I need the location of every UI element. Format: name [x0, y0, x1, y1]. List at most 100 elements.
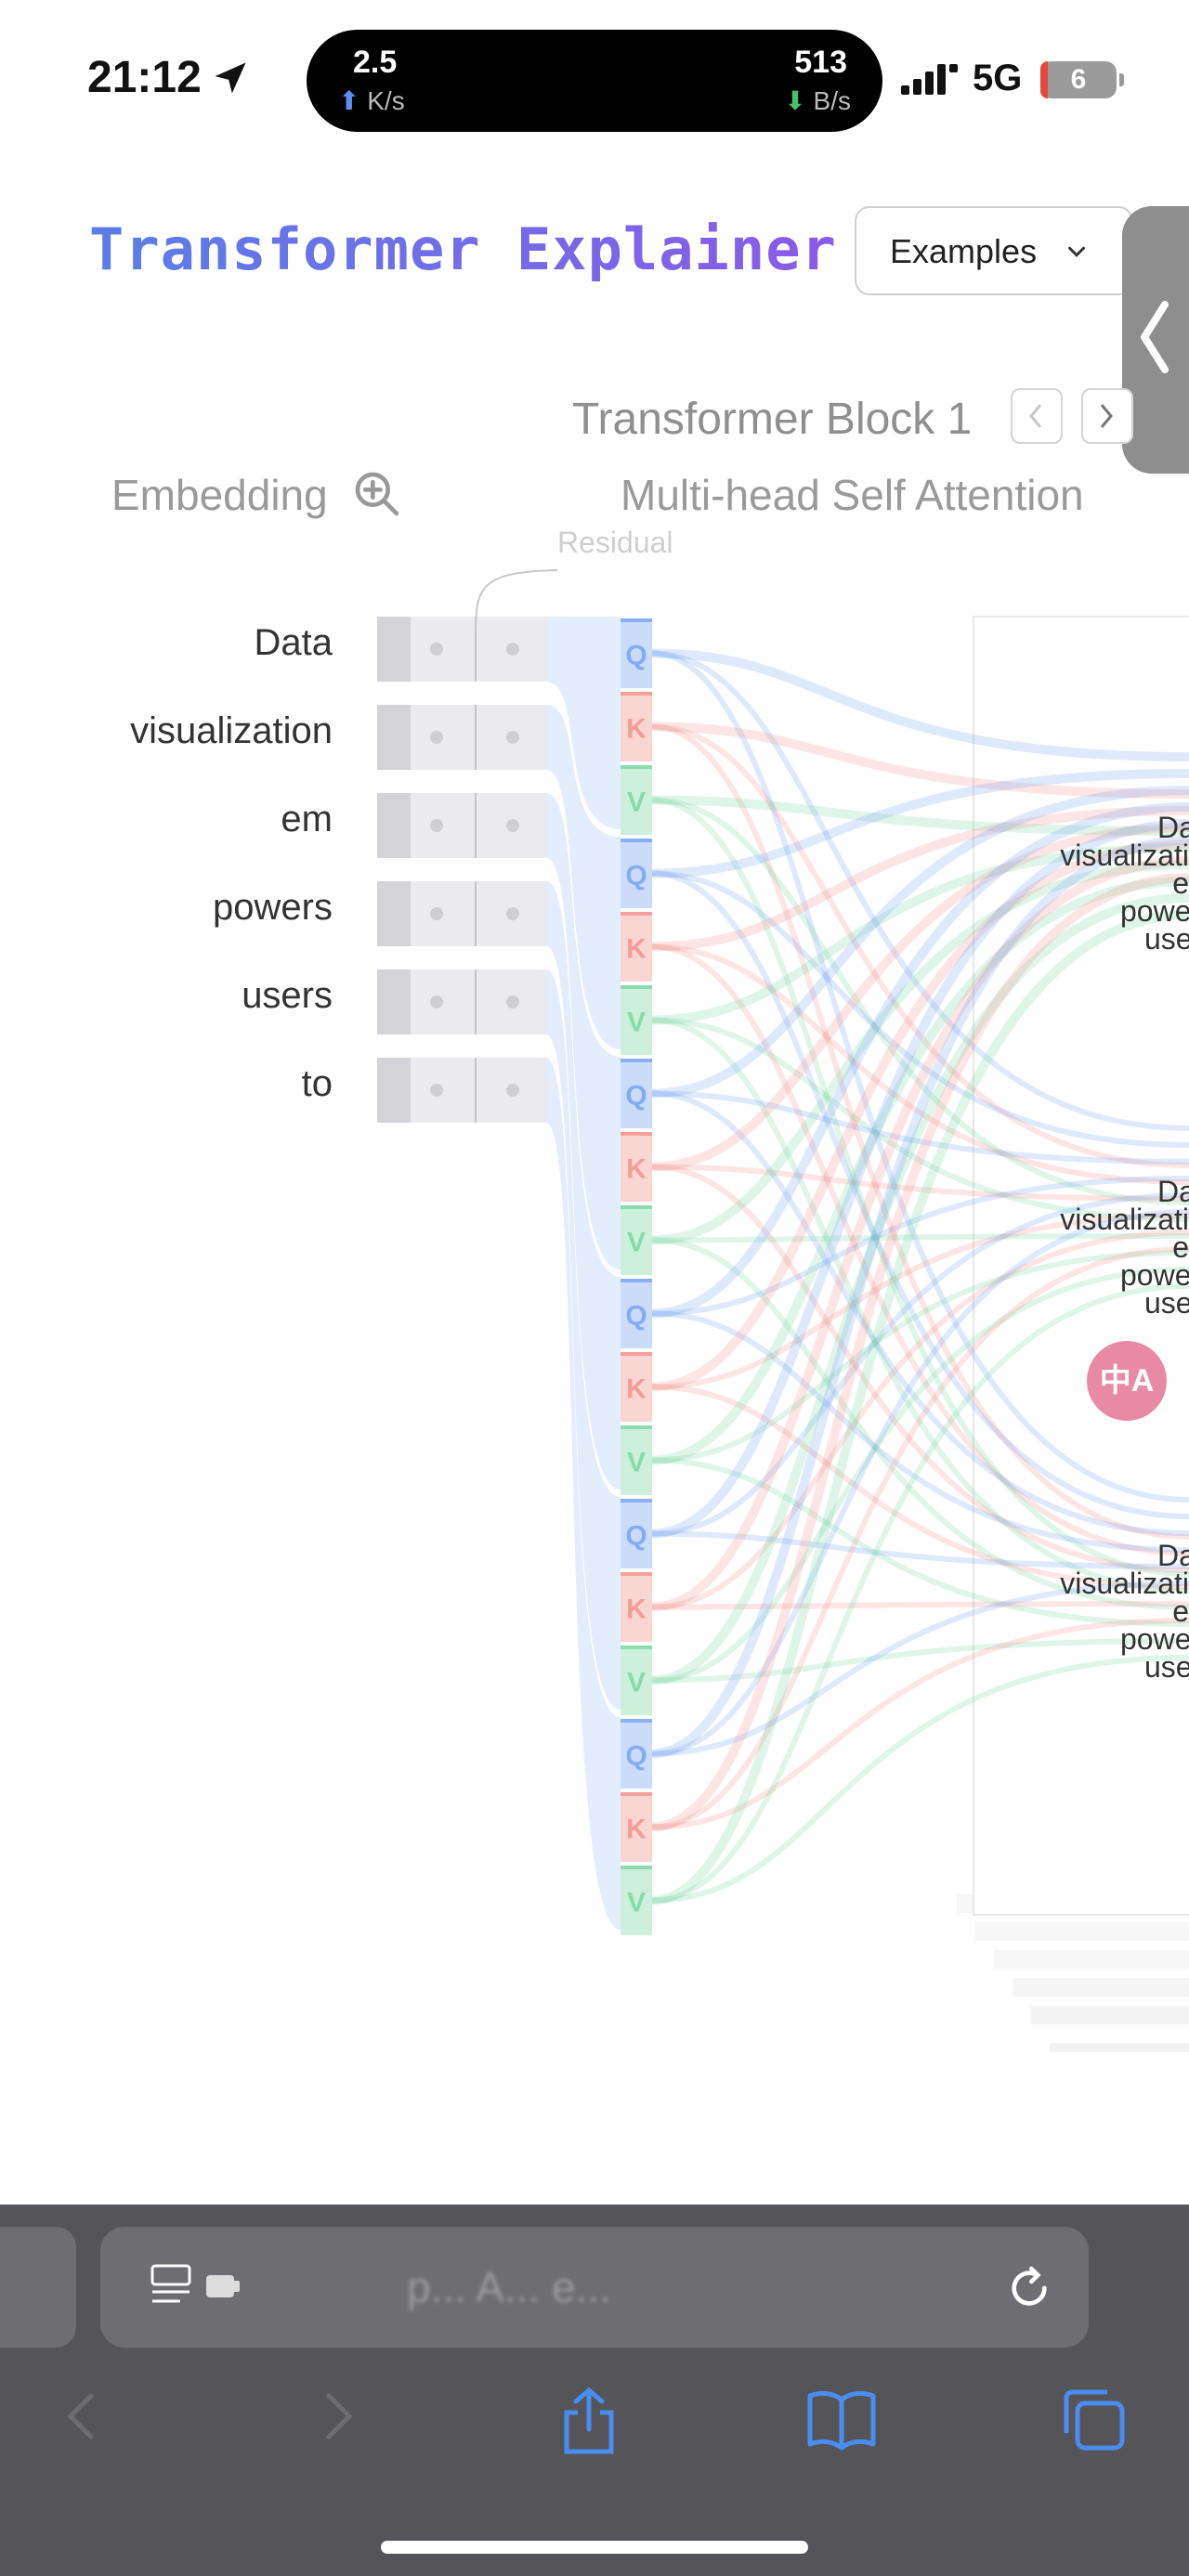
download-unit: ⬇ B/s	[784, 86, 851, 115]
qkv-vector[interactable]: K	[621, 1352, 652, 1422]
chevron-left-icon	[1029, 404, 1042, 428]
embedding-to-qkv-flow	[546, 705, 621, 1049]
embedding-vector[interactable]	[377, 705, 546, 770]
embedding-vectors	[377, 617, 546, 1123]
attention-flow-line	[651, 1233, 1189, 1243]
qkv-vector[interactable]: Q	[621, 1719, 652, 1789]
qkv-vector[interactable]: Q	[621, 1499, 652, 1568]
qkv-letter: K	[626, 1815, 647, 1845]
attention-flow-line	[651, 1283, 1189, 1904]
qkv-vector[interactable]: Q	[621, 1279, 652, 1348]
share-icon[interactable]	[557, 2387, 621, 2457]
attention-flow-line	[651, 1384, 1189, 1590]
home-indicator[interactable]	[381, 2541, 808, 2554]
attention-flow-line	[651, 910, 1189, 1906]
next-block-button[interactable]	[1081, 388, 1133, 444]
attention-flow-line	[651, 1090, 1189, 1164]
status-bar: 21:12 2.5 ⬆ K/s 513 ⬇ B/s 5G 6	[0, 0, 1189, 158]
attention-flow-line	[651, 943, 1189, 1556]
qkv-letter: V	[627, 1888, 646, 1919]
attention-flow-line	[651, 1209, 1189, 1757]
qkv-vector[interactable]: K	[621, 1792, 652, 1862]
attention-flow-line	[651, 802, 1189, 1319]
previous-tab-preview[interactable]	[0, 2227, 76, 2348]
signal-bars-icon	[901, 64, 958, 95]
qkv-letter: K	[626, 1594, 647, 1625]
translate-button[interactable]: 中A	[1087, 1341, 1167, 1421]
url-text[interactable]: p... A... e...	[407, 2263, 611, 2311]
qkv-vector[interactable]: Q	[621, 618, 652, 688]
forward-icon[interactable]	[316, 2387, 360, 2446]
qkv-letter: Q	[625, 641, 647, 671]
embedding-vector[interactable]	[377, 969, 546, 1034]
attention-flow-line	[651, 843, 1189, 1025]
qkv-vector[interactable]: K	[621, 1132, 652, 1202]
zoom-in-icon[interactable]	[351, 468, 403, 520]
token-label: Data	[254, 622, 333, 663]
app-logo[interactable]: Transformer Explainer	[89, 215, 837, 283]
qkv-vector[interactable]: V	[621, 985, 652, 1055]
network-type: 5G	[973, 58, 1023, 98]
attention-flow-line	[651, 1457, 1189, 1627]
battery-indicator: 6	[1040, 61, 1124, 98]
qkv-flow-lines	[546, 617, 1189, 1930]
attention-flow-line	[651, 797, 1189, 1577]
reload-icon[interactable]	[1003, 2262, 1055, 2314]
location-arrow-icon	[215, 62, 246, 94]
attention-flow-line	[651, 1237, 1189, 1610]
bookmarks-icon[interactable]	[806, 2387, 877, 2452]
back-icon[interactable]	[59, 2387, 104, 2446]
attention-flow-line	[651, 1581, 1189, 1757]
upload-unit: ⬆ K/s	[338, 86, 405, 115]
embedding-vector[interactable]	[377, 617, 546, 682]
reader-mode-icon[interactable]	[149, 2260, 260, 2312]
qkv-letter: K	[626, 714, 647, 745]
token-label: users	[242, 975, 333, 1016]
attention-flow-line	[651, 839, 1189, 1392]
embedding-vector[interactable]	[377, 793, 546, 858]
address-bar[interactable]: p... A... e...	[100, 2227, 1089, 2348]
qkv-vector[interactable]: Q	[621, 839, 652, 908]
embedding-vector[interactable]	[377, 1058, 546, 1123]
qkv-letter: K	[626, 1154, 647, 1185]
attention-flow-line	[651, 1601, 1189, 1610]
qkv-letter: V	[627, 787, 646, 818]
qkv-vector[interactable]: K	[621, 912, 652, 982]
qkv-vector[interactable]: V	[621, 1205, 652, 1275]
qkv-vector[interactable]: Q	[621, 1059, 652, 1128]
attention-flow-line	[651, 769, 1189, 878]
attention-head-label: Da visualizati e powe use	[1060, 1539, 1189, 1684]
qkv-vector[interactable]: V	[621, 1425, 652, 1495]
status-time: 21:12	[87, 53, 202, 102]
qkv-letter: Q	[625, 1521, 647, 1552]
side-panel-toggle[interactable]	[1122, 206, 1189, 474]
attention-flow-line	[651, 1176, 1189, 1317]
tabs-icon[interactable]	[1061, 2387, 1128, 2453]
download-value: 513	[794, 45, 847, 80]
attention-flow-line	[651, 1164, 1189, 1573]
attention-flow-line	[651, 856, 1189, 1612]
attention-flow-line	[651, 893, 1189, 1685]
attention-flow-line	[651, 877, 1189, 1465]
attention-flow-line	[651, 1638, 1189, 1684]
attention-flow-line	[651, 650, 1189, 1131]
examples-dropdown[interactable]: Examples	[855, 206, 1133, 295]
qkv-vector[interactable]: V	[621, 1646, 652, 1715]
token-label: to	[301, 1063, 333, 1104]
embedding-vector[interactable]	[377, 881, 546, 946]
attention-flow-line	[651, 1164, 1189, 1202]
qkv-vector[interactable]: K	[621, 1572, 652, 1642]
attention-flow-line	[651, 1213, 1189, 1390]
qkv-letter: K	[626, 934, 647, 965]
examples-label: Examples	[890, 232, 1038, 270]
qkv-vector[interactable]: V	[621, 765, 652, 835]
attention-flow-line	[651, 1655, 1189, 1904]
attention-flow-line	[651, 870, 1189, 1148]
qkv-letter: Q	[625, 1301, 647, 1332]
qkv-vector[interactable]: K	[621, 692, 652, 761]
qkv-letter: V	[627, 1668, 646, 1698]
download-arrow-icon: ⬇	[784, 86, 806, 115]
prev-block-button[interactable]	[1011, 388, 1063, 444]
upload-arrow-icon: ⬆	[338, 86, 360, 115]
qkv-vector[interactable]: V	[621, 1866, 652, 1935]
